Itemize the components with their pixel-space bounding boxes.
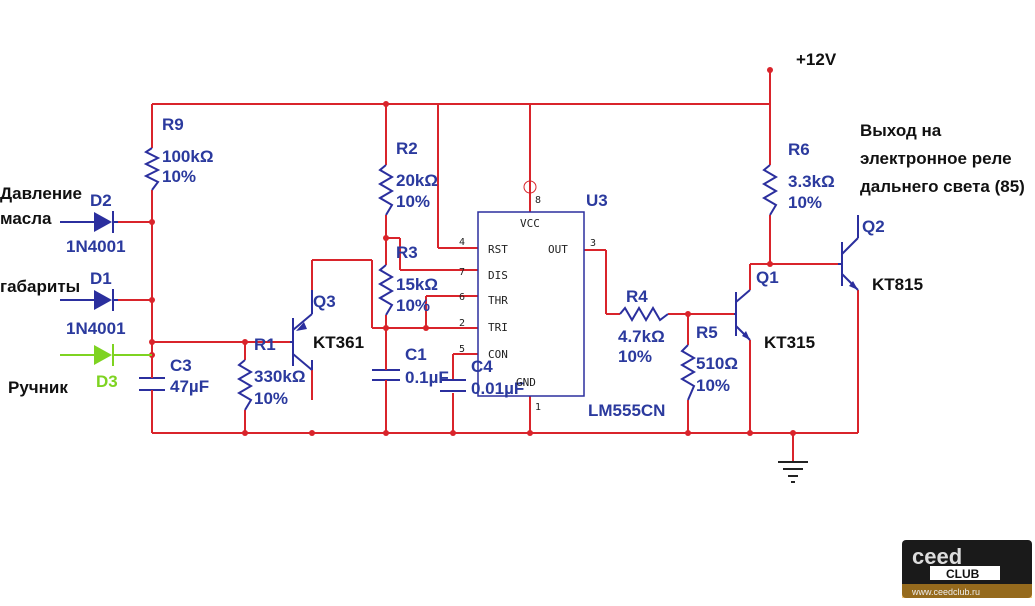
pin-num-7: 7 [459, 267, 465, 278]
supply-terminal [767, 67, 773, 73]
supply-label: +12V [796, 50, 837, 69]
resistor-r9 [143, 147, 161, 191]
d1-model: 1N4001 [66, 319, 126, 338]
pin-num-8: 8 [535, 195, 541, 206]
diode-d2 [60, 211, 118, 233]
input-handbrake: Ручник [8, 378, 68, 397]
pin-out: OUT [548, 243, 568, 256]
r1-tol: 10% [254, 389, 288, 408]
r6-tol: 10% [788, 193, 822, 212]
pin-num-3: 3 [590, 238, 596, 249]
r6-ref: R6 [788, 140, 810, 159]
pin-con: CON [488, 348, 508, 361]
r5-tol: 10% [696, 376, 730, 395]
u3-ref: U3 [586, 191, 608, 210]
c3-ref: C3 [170, 356, 192, 375]
r1-ref: R1 [254, 335, 276, 354]
resistor-r3 [378, 264, 394, 316]
c4-ref: C4 [471, 357, 493, 376]
resistor-r5 [680, 344, 696, 401]
pin-num-4: 4 [459, 237, 465, 248]
r4-tol: 10% [618, 347, 652, 366]
r5-ref: R5 [696, 323, 718, 342]
resistor-r1 [237, 359, 253, 411]
q3-model: KT361 [313, 333, 364, 352]
pin-thr: THR [488, 294, 508, 307]
r9-ref: R9 [162, 115, 184, 134]
pin-num-5: 5 [459, 344, 465, 355]
q1-model: KT315 [764, 333, 815, 352]
output-note-line3: дальнего света (85) [860, 177, 1025, 196]
pin-gnd: GND [516, 376, 536, 389]
c1-ref: C1 [405, 345, 427, 364]
output-note-line2: электронное реле [860, 149, 1012, 168]
capacitor-c1 [372, 365, 400, 385]
c4-value: 0.01µF [471, 379, 524, 398]
r3-value: 15kΩ [396, 275, 438, 294]
q2-model: KT815 [872, 275, 923, 294]
resistor-r6 [762, 164, 778, 216]
pin-tri: TRI [488, 321, 508, 334]
q1-ref: Q1 [756, 268, 779, 287]
pin-num-1: 1 [535, 402, 541, 413]
r2-tol: 10% [396, 192, 430, 211]
r4-ref: R4 [626, 287, 648, 306]
d2-ref: D2 [90, 191, 112, 210]
d3-ref: D3 [96, 372, 118, 391]
watermark-brand: ceed [912, 544, 962, 569]
pin-vcc: VCC [520, 217, 540, 230]
c3-value: 47µF [170, 377, 209, 396]
watermark-logo: ceed CLUB www.ceedclub.ru [902, 540, 1032, 598]
r9-tol: 10% [162, 167, 196, 186]
diode-d1 [60, 289, 118, 311]
pin-rst: RST [488, 243, 508, 256]
r6-value: 3.3kΩ [788, 172, 835, 191]
u3-model: LM555CN [588, 401, 665, 420]
transistor-q2 [838, 215, 859, 291]
input-oil-line1: Давление [0, 184, 82, 203]
junctions [149, 67, 796, 436]
r2-ref: R2 [396, 139, 418, 158]
r9-value: 100kΩ [162, 147, 213, 166]
pin-num-6: 6 [459, 292, 465, 303]
resistor-r2 [378, 164, 394, 216]
r4-value: 4.7kΩ [618, 327, 665, 346]
pin-num-2: 2 [459, 318, 465, 329]
diode-d3 [60, 344, 152, 366]
r5-value: 510Ω [696, 354, 738, 373]
r3-tol: 10% [396, 296, 430, 315]
output-note-line1: Выход на [860, 121, 942, 140]
transistor-q3 [290, 290, 313, 371]
input-lights: габариты [0, 277, 80, 296]
ground-symbol [778, 461, 808, 483]
q3-ref: Q3 [313, 292, 336, 311]
input-oil-line2: масла [0, 209, 52, 228]
resistor-r4 [619, 306, 669, 322]
capacitor-c4 [440, 379, 466, 392]
wires [118, 70, 859, 462]
transistor-q1 [734, 289, 751, 341]
r3-ref: R3 [396, 243, 418, 262]
d1-ref: D1 [90, 269, 112, 288]
c1-value: 0.1µF [405, 368, 449, 387]
r1-value: 330kΩ [254, 367, 305, 386]
watermark-sub: CLUB [946, 567, 980, 581]
watermark-url: www.ceedclub.ru [911, 587, 980, 597]
capacitor-c3 [139, 375, 165, 393]
ic-u3 [477, 180, 585, 397]
q2-ref: Q2 [862, 217, 885, 236]
pin-dis: DIS [488, 269, 508, 282]
d2-model: 1N4001 [66, 237, 126, 256]
r2-value: 20kΩ [396, 171, 438, 190]
